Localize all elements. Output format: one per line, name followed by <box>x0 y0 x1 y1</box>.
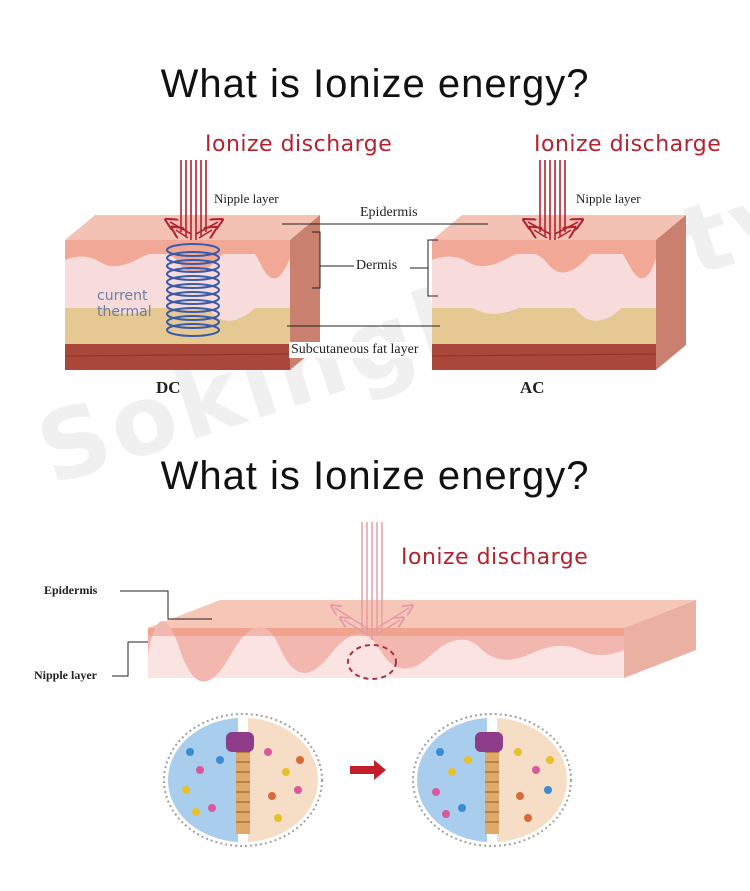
left-discharge-label: Ionize discharge <box>205 132 393 157</box>
bottom-nipple-label: Nipple layer <box>34 668 97 682</box>
dc-label: DC <box>156 378 181 397</box>
dc-skin-block <box>64 215 320 370</box>
dermis-label: Dermis <box>354 258 400 274</box>
top-title: What is Ionize energy? <box>160 62 590 106</box>
bottom-skin-slab <box>148 600 696 682</box>
layer-connector-lines <box>282 223 488 327</box>
current-label: current <box>97 288 148 304</box>
thermal-label: thermal <box>97 304 152 320</box>
bottom-discharge-label: Ionize discharge <box>401 545 589 570</box>
cell-membrane-before <box>163 713 323 847</box>
bottom-title: What is Ionize energy? <box>160 454 590 498</box>
bottom-epidermis-label: Epidermis <box>44 583 98 597</box>
transition-arrow <box>350 760 386 780</box>
epidermis-label: Epidermis <box>358 205 420 221</box>
ac-skin-block <box>431 215 686 370</box>
right-nipple-label: Nipple layer <box>576 191 641 206</box>
subcutaneous-label: Subcutaneous fat layer <box>289 342 421 358</box>
left-nipple-label: Nipple layer <box>214 191 279 206</box>
ac-discharge-beams <box>528 160 578 240</box>
right-discharge-label: Ionize discharge <box>534 132 722 157</box>
cell-membrane-after <box>412 713 572 847</box>
focus-circle <box>347 644 397 680</box>
bottom-discharge-beams <box>335 522 409 640</box>
bottom-leader-lines <box>112 590 212 677</box>
dc-discharge-beams <box>170 160 218 240</box>
ac-label: AC <box>520 378 545 397</box>
thermal-rings <box>166 243 220 337</box>
